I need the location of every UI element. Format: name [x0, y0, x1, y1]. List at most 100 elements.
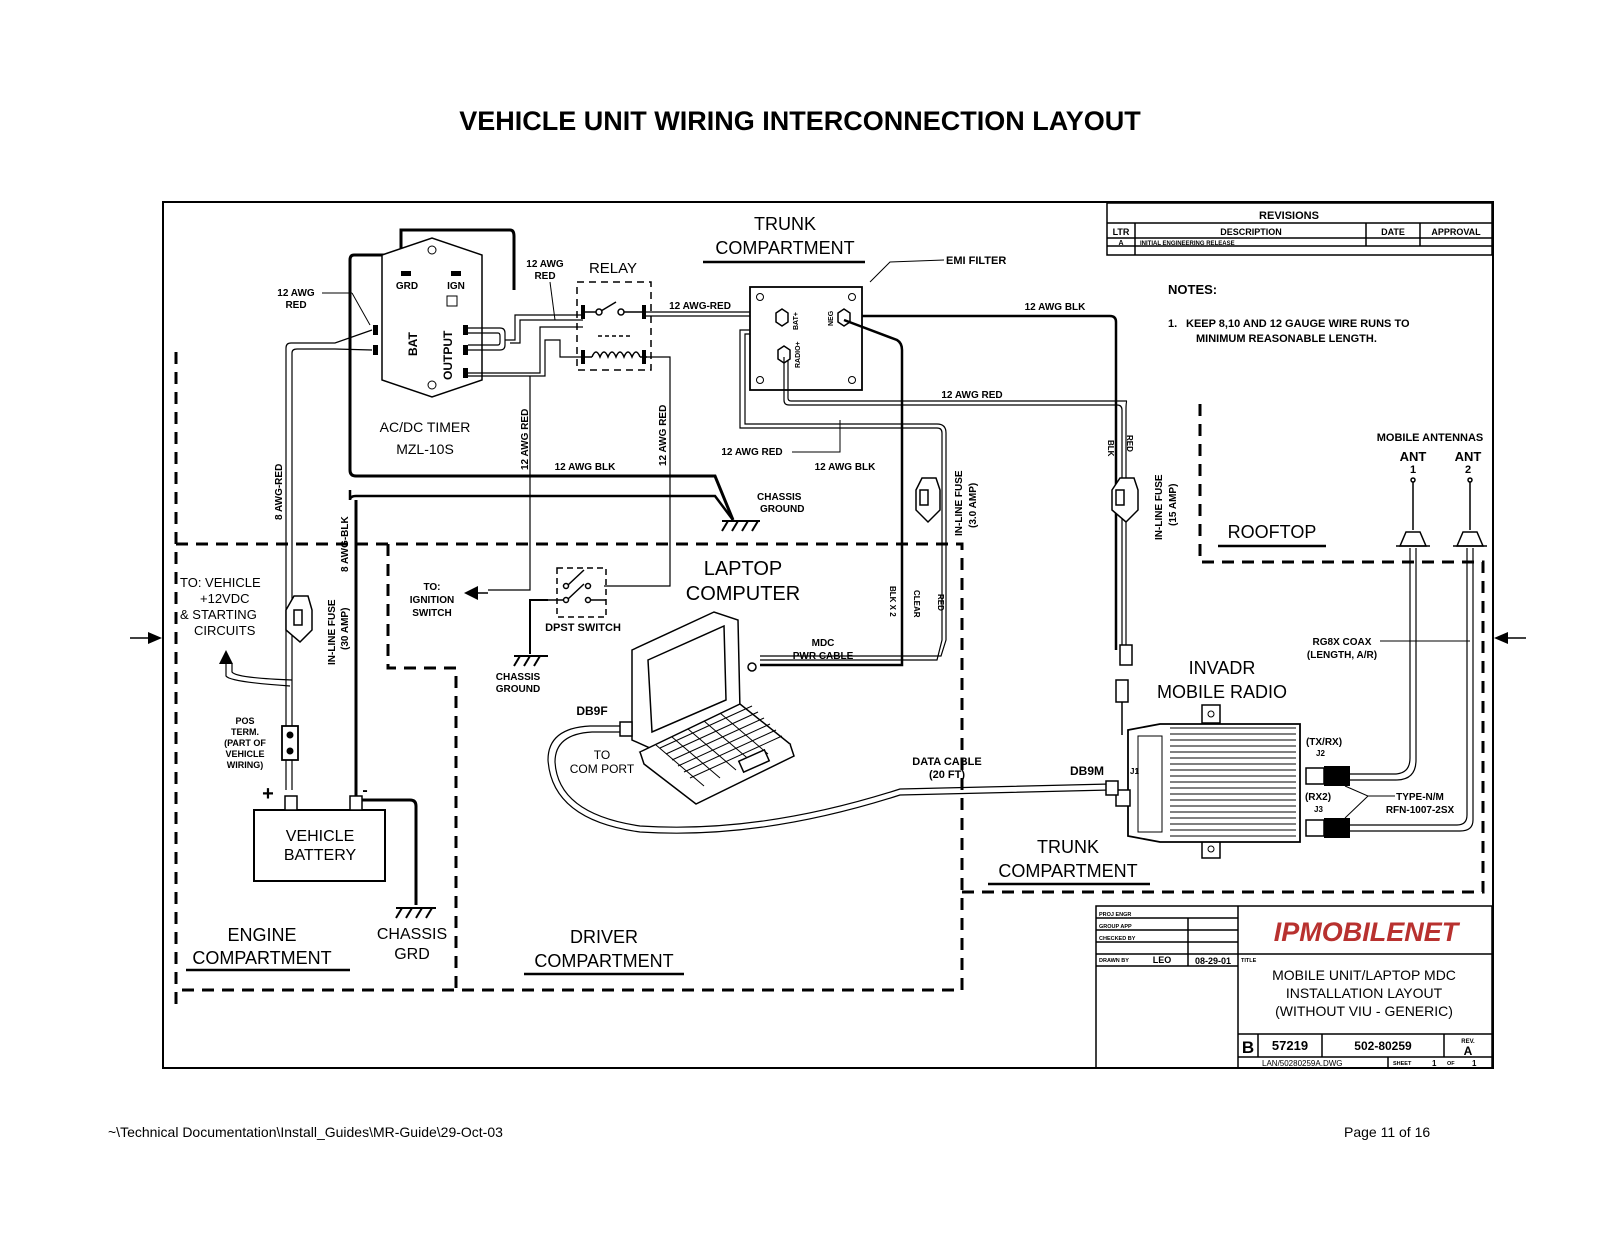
tb-drawn-date: 08-29-01 — [1195, 956, 1231, 966]
chassis-ground-2: GROUND — [760, 504, 804, 515]
ant1-label-1: ANT — [1400, 449, 1427, 464]
notes-number: 1. — [1168, 318, 1177, 330]
tb-logo: IPMOBILENET — [1274, 917, 1461, 947]
section-arrow-left — [148, 632, 162, 644]
trunk-top-label-1: TRUNK — [754, 214, 816, 234]
chassis-grd-label-2: GRD — [394, 946, 430, 963]
timer-ground-loop — [348, 228, 735, 521]
awg12-red-left-2: RED — [285, 300, 306, 311]
fuse-15amp — [1111, 477, 1139, 524]
notes-heading: NOTES: — [1168, 282, 1217, 297]
tb-code: 57219 — [1272, 1038, 1308, 1053]
relay-contacts — [584, 301, 647, 360]
clear-label: CLEAR — [912, 590, 921, 618]
awg12-red-left-1: 12 AWG — [277, 288, 315, 299]
chassis-grd-label-1: CHASSIS — [377, 926, 447, 943]
pos-term-3: (PART OF — [224, 738, 266, 748]
to-ign-label-2: IGNITION — [410, 595, 454, 606]
antenna-1 — [1396, 477, 1430, 547]
chassis2-label-1: CHASSIS — [496, 672, 541, 683]
revisions-col-description: DESCRIPTION — [1220, 227, 1282, 237]
radio-unit — [1115, 644, 1350, 859]
awg12-red-lower: 12 AWG RED — [721, 447, 782, 458]
coax-cables — [1350, 548, 1474, 832]
db9f-label: DB9F — [576, 704, 607, 718]
title-block — [1095, 905, 1493, 1069]
compartment-boundaries — [174, 352, 1485, 1008]
engine-label-2: COMPARTMENT — [192, 948, 331, 968]
fuse30-2: (30 AMP) — [340, 608, 351, 650]
emi-filter-label: EMI FILTER — [946, 255, 1006, 267]
awg12-blk-top: 12 AWG BLK — [1025, 302, 1087, 313]
to-vehicle-label-2: +12VDC — [200, 591, 250, 606]
relay-box — [576, 281, 652, 371]
ant1-label-2: 1 — [1410, 464, 1416, 476]
timer-bat-label: BAT — [406, 332, 420, 356]
chassis-ground-1: CHASSIS — [757, 492, 802, 503]
to-vehicle-label-3: & STARTING — [180, 607, 257, 622]
notes-line1: KEEP 8,10 AND 12 GAUGE WIRE RUNS TO — [1186, 318, 1410, 330]
type-nm-label-1: TYPE-N/M — [1396, 792, 1444, 803]
revisions-table — [1106, 202, 1493, 256]
data-cable — [547, 725, 1111, 834]
laptop-label-2: COMPUTER — [686, 583, 800, 605]
pos-term-5: WIRING) — [227, 760, 264, 770]
blk-x2-label: BLK X 2 — [888, 586, 897, 617]
antenna-2 — [1453, 477, 1487, 547]
timer-name-2: MZL-10S — [396, 441, 454, 457]
awg12-red-vert2: 12 AWG RED — [658, 405, 669, 466]
chassis2-label-2: GROUND — [496, 684, 540, 695]
tb-rev-label: REV. — [1461, 1039, 1475, 1045]
timer-name-1: AC/DC TIMER — [380, 419, 471, 435]
tb-checked-by: CHECKED BY — [1099, 936, 1136, 942]
pos-term-1: POS — [235, 716, 254, 726]
chassis-ground-symbol-mid — [513, 655, 548, 667]
data-cable-label-1: DATA CABLE — [912, 756, 981, 768]
wire-12awg-red — [739, 329, 1128, 661]
timer-box — [373, 237, 483, 398]
page-title: VEHICLE UNIT WIRING INTERCONNECTION LAYO… — [459, 106, 1141, 136]
battery-label-1: VEHICLE — [286, 828, 354, 845]
fuse-30amp — [285, 595, 313, 644]
trunk-bot-label-1: TRUNK — [1037, 837, 1099, 857]
tb-sheet-of: OF — [1447, 1061, 1455, 1067]
red2-label: RED — [936, 594, 945, 611]
dpst-switch-label: DPST SWITCH — [545, 622, 621, 634]
driver-label-1: DRIVER — [570, 927, 638, 947]
red-label: RED — [1125, 435, 1134, 452]
laptop-label-1: LAPTOP — [704, 558, 783, 580]
revisions-col-date: DATE — [1381, 227, 1405, 237]
blk-label: BLK — [1106, 440, 1115, 457]
to-ign-label-3: SWITCH — [412, 608, 451, 619]
tb-filename: LAN/50280259A.DWG — [1262, 1059, 1343, 1068]
fuse-3amp — [915, 477, 941, 524]
ant2-label-1: ANT — [1455, 449, 1482, 464]
wire-12awg-blk — [348, 314, 1118, 667]
tb-dwg-no: 502-80259 — [1354, 1039, 1412, 1053]
notes-line2: MINIMUM REASONABLE LENGTH. — [1196, 333, 1377, 345]
invadr-label-2: MOBILE RADIO — [1157, 682, 1287, 702]
chassis-ground-symbol-top — [721, 520, 760, 532]
to-vehicle-label-4: CIRCUITS — [194, 623, 256, 638]
txrx-label: (TX/RX) — [1306, 737, 1342, 748]
tb-title-line3: (WITHOUT VIU - GENERIC) — [1275, 1003, 1453, 1019]
laptop-computer — [631, 611, 795, 805]
to-com-label-2: COM PORT — [570, 762, 635, 776]
tb-title-label: TITLE — [1241, 958, 1257, 964]
rg8x-label-2: (LENGTH, A/R) — [1307, 650, 1377, 661]
fuse15-2: (15 AMP) — [1168, 484, 1179, 526]
data-cable-label-2: (20 FT) — [929, 769, 965, 781]
awg12-red-relay-1: 12 AWG — [526, 259, 564, 270]
wire-timer-relay — [468, 311, 750, 591]
to-com-label-1: TO — [594, 748, 610, 762]
drawing-frame — [162, 201, 1494, 1069]
trunk-bot-label-2: COMPARTMENT — [998, 861, 1137, 881]
invadr-label-1: INVADR — [1189, 658, 1256, 678]
awg12-red-run: 12 AWG RED — [941, 390, 1002, 401]
type-nm-label-2: RFN-1007-2SX — [1386, 805, 1455, 816]
to-vehicle-label-1: TO: VEHICLE — [180, 575, 261, 590]
awg8-red-label: 8 AWG-RED — [274, 464, 285, 520]
fuse15-1: IN-LINE FUSE — [1154, 474, 1165, 540]
fuse3-2: (3.0 AMP) — [968, 483, 979, 528]
